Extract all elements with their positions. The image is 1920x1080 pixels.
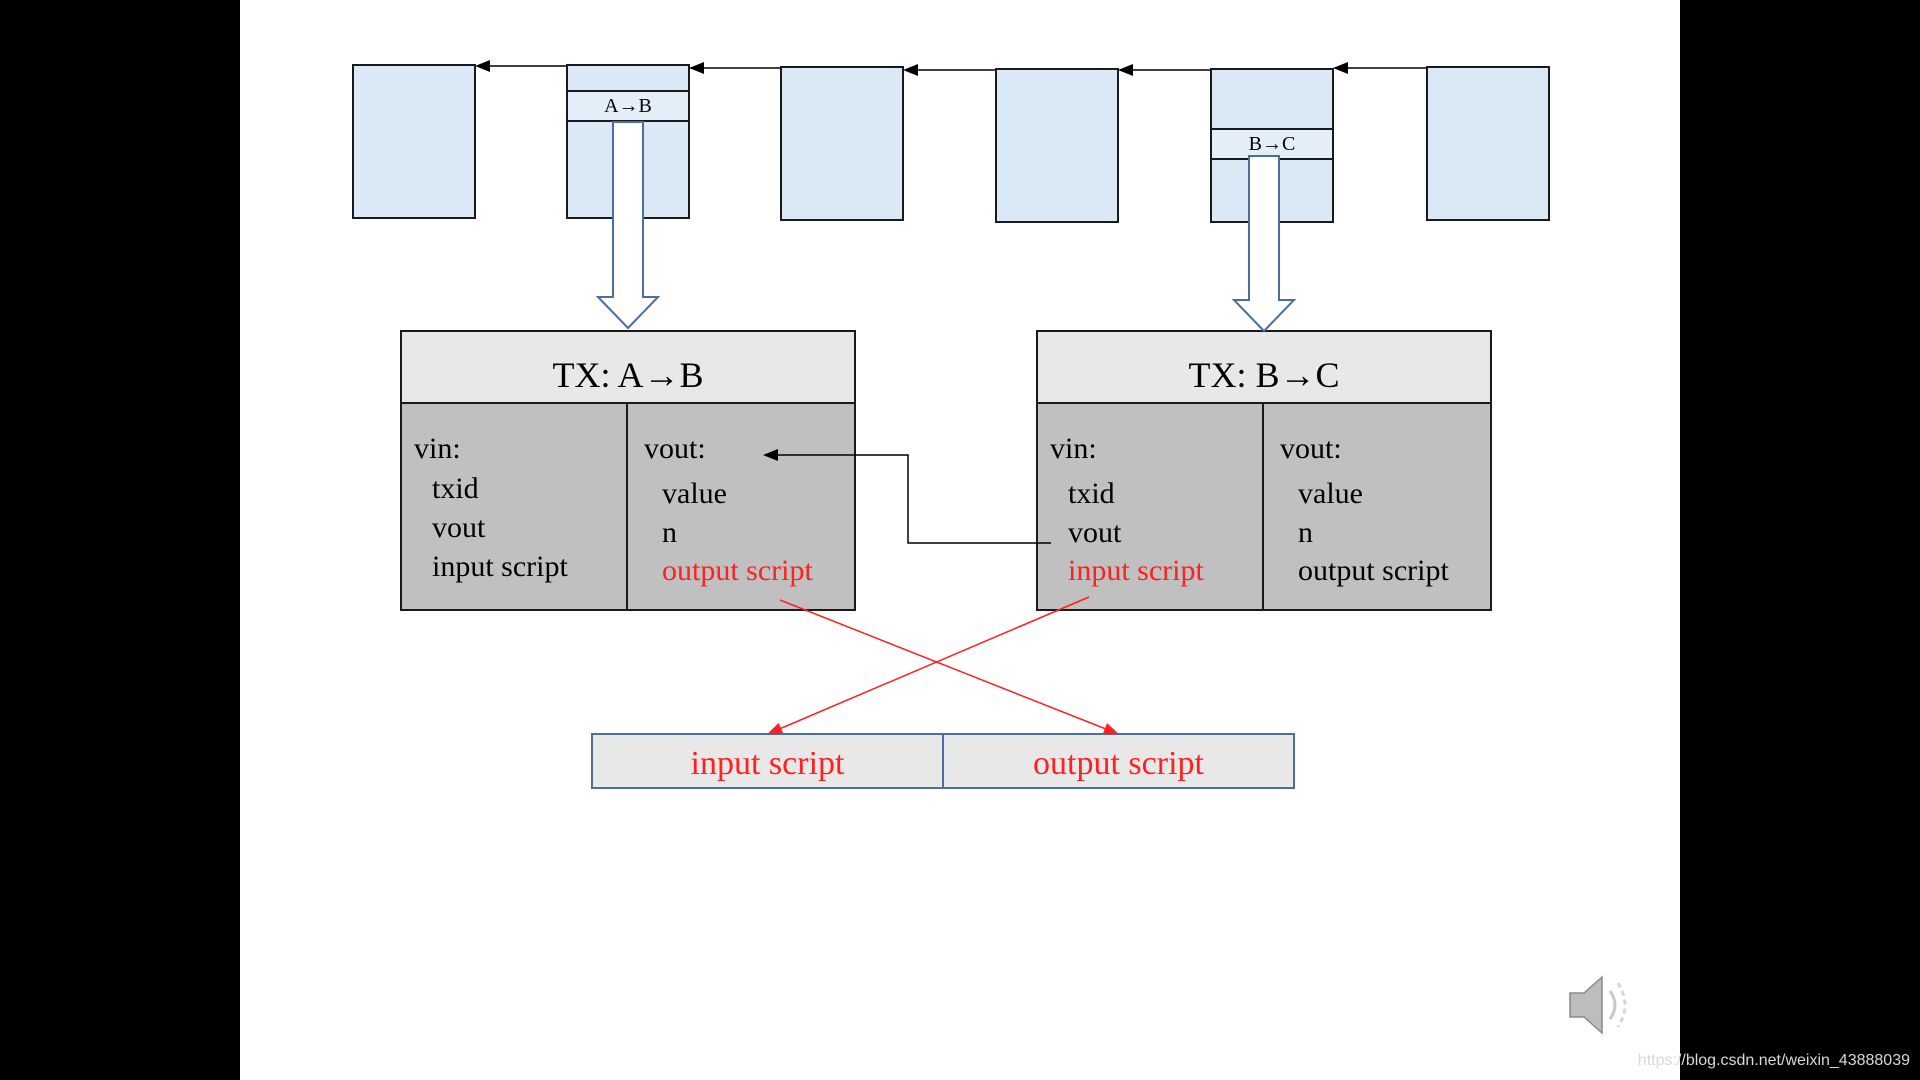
vin-vout: vout [1068,516,1122,549]
watermark: https://blog.csdn.net/weixin_43888039 [1637,1052,1910,1069]
down-arrow [595,121,661,330]
tx-box-b-c: TX: B→C vin: txid vout input script vout… [1036,330,1492,611]
vout-label: vout: [644,432,706,465]
vin-input-script: input script [1068,554,1204,587]
vin-label: vin: [1050,432,1097,465]
connectors [475,60,1627,1035]
combined-input-script: input script [591,733,944,789]
vin-section: vin: txid vout input script [1038,404,1264,609]
vout-n: n [662,516,677,549]
vin-txid: txid [432,472,479,505]
input-script-arrow [767,596,1090,735]
vout-n: n [1298,516,1313,549]
vin-input-script: input script [432,550,568,583]
tx-title: TX: B→C [1038,332,1490,404]
vin-section: vin: txid vout input script [402,404,628,609]
output-script-arrow [779,599,1119,735]
vout-label: vout: [1280,432,1342,465]
vout-section: vout: value n output script [628,404,854,609]
speaker-icon[interactable] [1569,975,1627,1035]
tx-title: TX: A→B [402,332,854,404]
vout-value: value [1298,477,1363,510]
combined-output-script: output script [942,733,1295,789]
vout-output-script: output script [1298,554,1449,587]
down-arrow [1231,155,1297,333]
vout-reference-line [763,449,1051,544]
vin-vout: vout [432,511,486,544]
tx-box-a-b: TX: A→B vin: txid vout input script vout… [400,330,856,611]
vin-txid: txid [1068,477,1115,510]
slide: A→B B→C TX: A→B vin: txid vout input scr… [240,0,1680,1080]
vout-value: value [662,477,727,510]
vin-label: vin: [414,432,461,465]
vout-output-script: output script [662,554,813,587]
block-1 [352,64,476,219]
block-4 [995,68,1119,223]
block-3 [780,66,904,221]
block-6 [1426,66,1550,221]
vout-section: vout: value n output script [1264,404,1490,609]
block-tx-label: A→B [568,90,688,122]
